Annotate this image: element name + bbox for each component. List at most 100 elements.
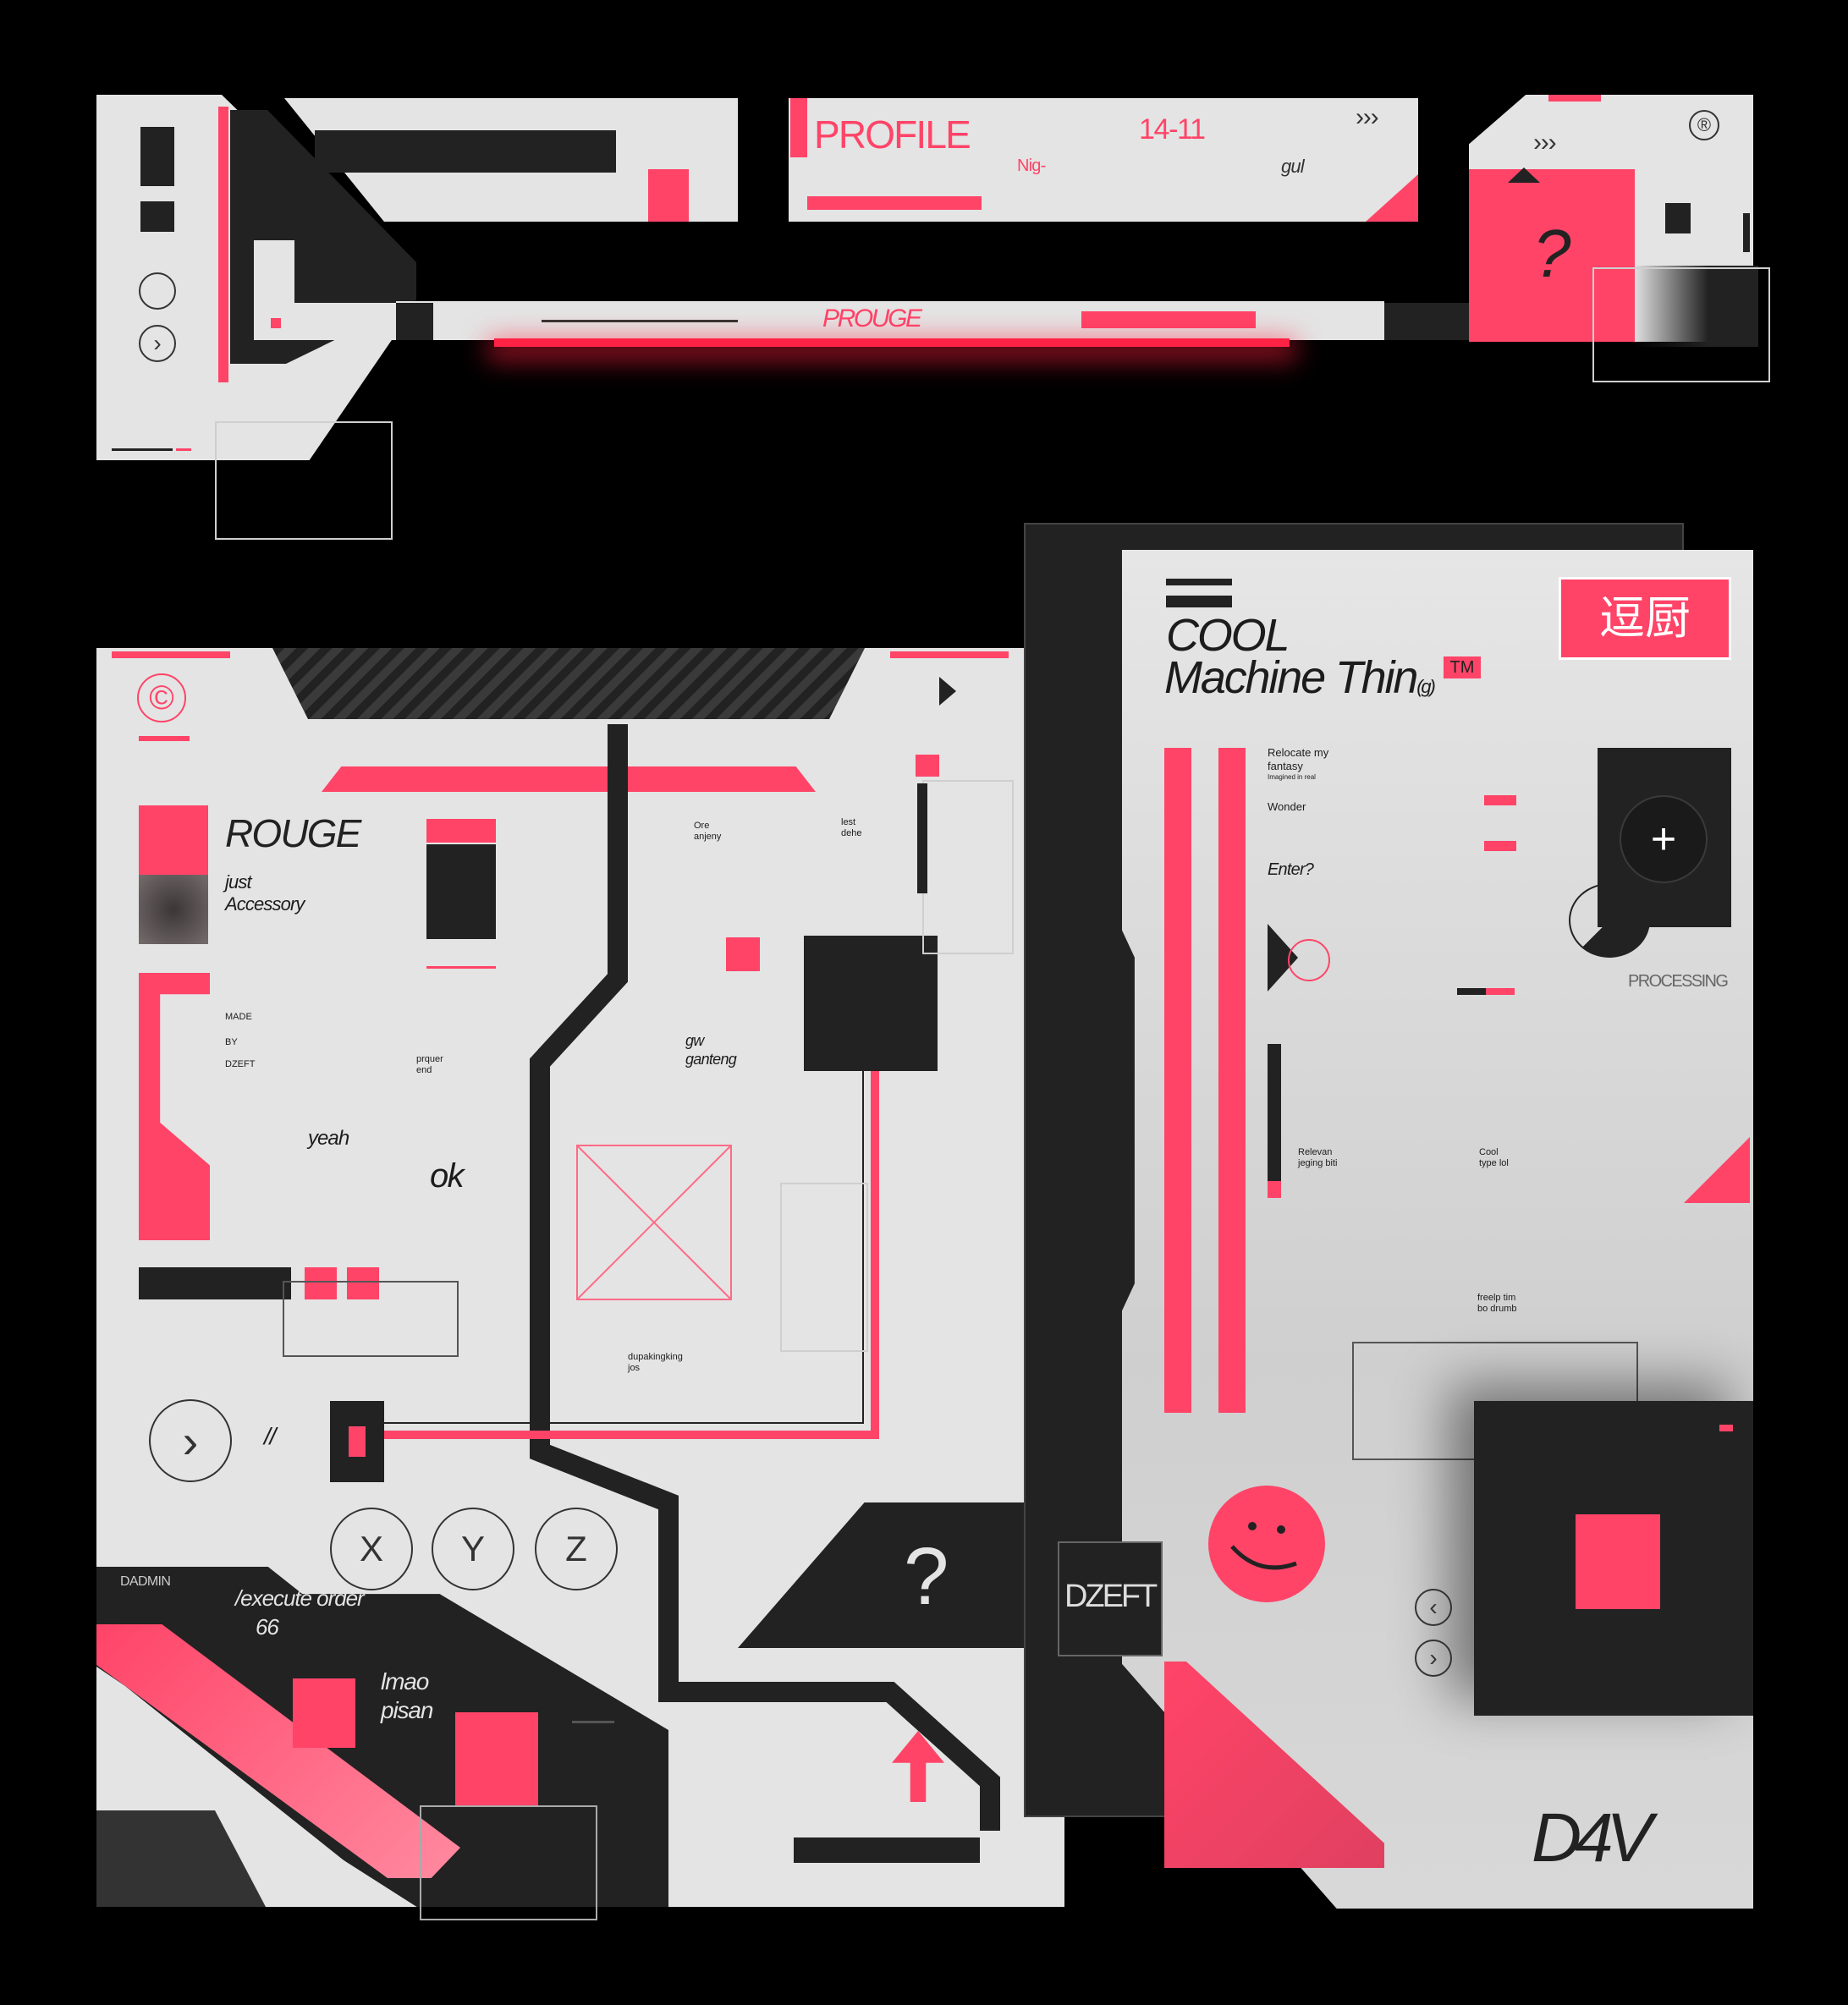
copyright-underline bbox=[139, 736, 190, 741]
smiley-face bbox=[1230, 1522, 1297, 1570]
z-button[interactable]: Z bbox=[535, 1508, 618, 1590]
header-slant-pink-block bbox=[648, 169, 689, 222]
small-text-b: Ore anjeny bbox=[694, 821, 722, 843]
dzeft-tag: DZEFT bbox=[1064, 1579, 1158, 1614]
left-panel-pink-pair-1 bbox=[305, 1267, 337, 1299]
order-number: 66 bbox=[256, 1614, 279, 1640]
registered-mark-icon: ® bbox=[1689, 110, 1719, 140]
glass-frame-6 bbox=[420, 1805, 597, 1920]
profile-sub-right: gul bbox=[1281, 156, 1305, 177]
header-right-pink-block bbox=[1469, 169, 1635, 342]
imagined-text: Imagined in real bbox=[1268, 773, 1316, 781]
yeah-label: yeah bbox=[308, 1127, 349, 1150]
header-long-bar-inner bbox=[294, 299, 396, 303]
side-dash-1 bbox=[1484, 795, 1516, 805]
target-ring-icon bbox=[1288, 939, 1330, 981]
bottom-dark-bar bbox=[794, 1837, 980, 1863]
chevron-left-icon: ‹ bbox=[1429, 1594, 1438, 1620]
left-panel-pink-pair-2 bbox=[347, 1267, 379, 1299]
tall-pink-bar-1 bbox=[1164, 748, 1191, 1413]
header-right-dark-line bbox=[1743, 213, 1750, 252]
rouge-swatch bbox=[139, 805, 208, 875]
left-panel-pink-square bbox=[726, 937, 760, 971]
header-long-bar-pink bbox=[1081, 311, 1256, 328]
chevron-right-icon: › bbox=[1429, 1645, 1438, 1671]
slashes-label: // bbox=[264, 1423, 276, 1449]
small-bottom-text: freelp tim bo drumb bbox=[1477, 1293, 1517, 1315]
small-right-text: Cool type lol bbox=[1479, 1147, 1509, 1169]
left-panel-dark-square bbox=[804, 936, 938, 1071]
processing-label: PROCESSING bbox=[1628, 972, 1729, 991]
relocate-text: Relocate my fantasy bbox=[1268, 746, 1329, 772]
rouge-subtitle-1: just bbox=[225, 871, 252, 893]
dark-shadow-card-square bbox=[1576, 1514, 1660, 1609]
header-glow bbox=[494, 338, 1290, 347]
small-left-text: Relevan jeging biti bbox=[1298, 1147, 1338, 1169]
exclamation-dot bbox=[140, 201, 174, 232]
glass-frame-3 bbox=[922, 780, 1014, 954]
console-line bbox=[572, 1721, 614, 1723]
small-text-a: prquer end bbox=[416, 1054, 443, 1076]
side-dash-2 bbox=[1484, 841, 1516, 851]
menu-icon-bottom bbox=[1166, 596, 1232, 607]
profile-sub-left: Nig- bbox=[1017, 157, 1046, 175]
x-button[interactable]: X bbox=[330, 1508, 413, 1590]
exclamation-bar bbox=[140, 127, 174, 186]
header-long-bar-line bbox=[542, 320, 738, 322]
left-panel-stripes bbox=[272, 648, 865, 719]
shadow-circle bbox=[1569, 883, 1650, 958]
small-text-c: lest dehe bbox=[841, 817, 862, 839]
trademark-badge: TM bbox=[1444, 656, 1481, 678]
pisan-text: pisan bbox=[381, 1697, 433, 1723]
glass-frame bbox=[215, 421, 393, 540]
next-circle-button[interactable]: › bbox=[149, 1399, 232, 1482]
plus-button[interactable]: + bbox=[1620, 795, 1708, 883]
smiley-icon bbox=[1208, 1486, 1325, 1602]
d4v-logo: D4V bbox=[1532, 1799, 1653, 1876]
header-long-bar-dot bbox=[271, 318, 281, 328]
rouge-swatch-dark bbox=[139, 875, 208, 944]
enter-prompt[interactable]: Enter? bbox=[1268, 860, 1314, 879]
profile-title: PROFILE bbox=[814, 113, 971, 157]
header-right-top-accent bbox=[1548, 95, 1601, 102]
left-panel-top-accent-right bbox=[890, 651, 1009, 658]
left-panel-pink-square-2 bbox=[916, 755, 939, 777]
vertical-meter bbox=[1268, 1044, 1281, 1198]
left-panel-top-accent-left bbox=[112, 651, 230, 658]
header-left-line bbox=[112, 448, 173, 451]
made-by-3: DZEFT bbox=[225, 1059, 256, 1069]
side-dash-3 bbox=[1457, 988, 1486, 995]
question-icon: ? bbox=[904, 1531, 949, 1622]
made-by-2: BY bbox=[225, 1037, 238, 1047]
console-pink-block-1 bbox=[293, 1678, 355, 1748]
execute-order-text: /execute order bbox=[235, 1585, 365, 1611]
lmao-text: lmao bbox=[381, 1668, 429, 1695]
header-slant-dark-bar bbox=[315, 130, 616, 173]
help-question-icon: ? bbox=[1533, 216, 1571, 291]
rouge-subtitle-2: Accessory bbox=[225, 893, 305, 915]
profile-accent-bar bbox=[790, 98, 807, 157]
plus-icon: + bbox=[1650, 815, 1677, 864]
glass-frame-5 bbox=[283, 1281, 459, 1357]
status-circle-icon bbox=[139, 272, 176, 310]
next-button[interactable]: › bbox=[1415, 1640, 1452, 1677]
made-by-1: MADE bbox=[225, 1012, 252, 1022]
profile-pink-bar bbox=[807, 196, 982, 210]
header-right-dark-gradient bbox=[1633, 266, 1758, 347]
header-right-dark-square bbox=[1665, 203, 1691, 233]
glass-frame-4 bbox=[780, 1183, 868, 1352]
small-text-e: dupakingking jos bbox=[628, 1352, 683, 1374]
left-panel-dark-bar bbox=[139, 1267, 291, 1299]
tall-pink-bar-2 bbox=[1218, 748, 1246, 1413]
ok-label: ok bbox=[430, 1157, 465, 1195]
header-long-bar-dark-left bbox=[396, 303, 433, 340]
cool-title-1: COOL bbox=[1166, 610, 1290, 661]
copyright-icon: © bbox=[137, 673, 186, 722]
cjk-badge[interactable]: 逗厨 bbox=[1559, 577, 1731, 660]
forward-circle-button[interactable]: › bbox=[139, 325, 176, 362]
rouge-small-pink bbox=[426, 819, 496, 843]
prev-button[interactable]: ‹ bbox=[1415, 1589, 1452, 1626]
y-button[interactable]: Y bbox=[432, 1508, 514, 1590]
rouge-title: ROUGE bbox=[225, 811, 361, 855]
